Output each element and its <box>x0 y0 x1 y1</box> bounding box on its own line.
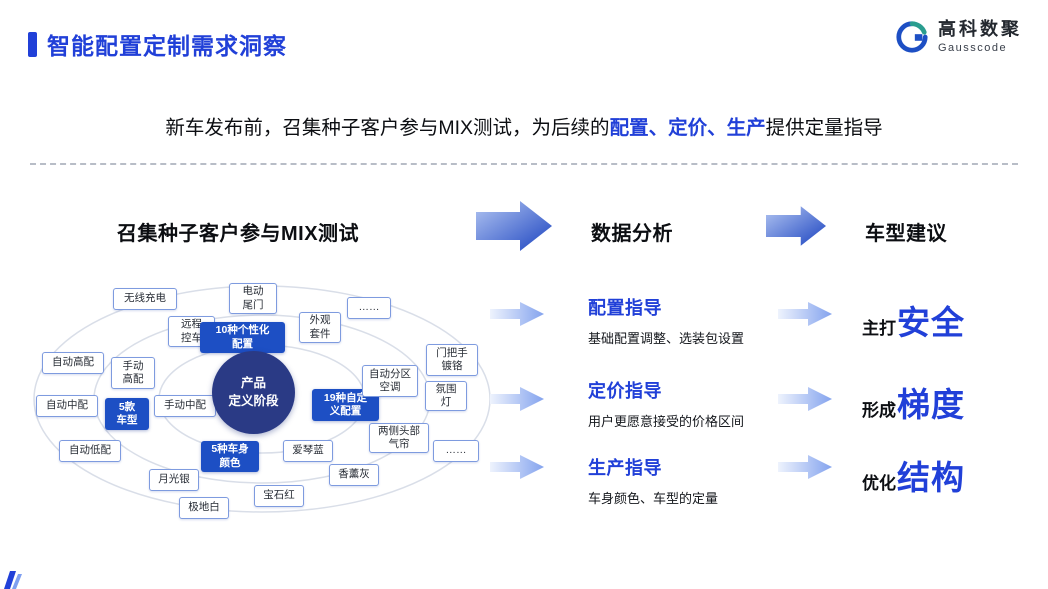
analysis-desc: 车身颜色、车型的定量 <box>588 491 719 506</box>
suggestion-prefix: 主打 <box>862 319 896 338</box>
diagram-node-option: 月光银 <box>149 469 199 491</box>
diagram-node-option: 自动低配 <box>59 440 121 462</box>
dashed-divider <box>30 163 1018 165</box>
big-flow-arrow-1 <box>476 201 552 251</box>
step-heading-data-analysis: 数据分析 <box>591 223 673 245</box>
diagram-node-option: 自动分区 空调 <box>362 365 418 397</box>
row-arrow-right-3 <box>778 455 832 479</box>
corner-logo-mark <box>4 571 22 589</box>
suggestion-keyword: 梯度 <box>897 386 965 423</box>
diagram-node-option: 宝石红 <box>254 485 304 507</box>
step-heading-model-suggestion: 车型建议 <box>865 223 947 245</box>
big-flow-arrow-2 <box>766 206 826 246</box>
subtitle-highlight: 配置、定价、生产 <box>609 117 766 139</box>
page-title: 智能配置定制需求洞察 <box>47 33 287 59</box>
row-arrow-right-2 <box>778 387 832 411</box>
diagram-node-option: 爱琴蓝 <box>283 440 333 462</box>
row-arrow-left-3 <box>490 455 544 479</box>
subtitle: 新车发布前，召集种子客户参与MIX测试，为后续的配置、定价、生产提供定量指导 <box>0 111 1048 140</box>
diagram-node-option: 门把手 镀铬 <box>426 344 478 376</box>
diagram-node-option: 氛围 灯 <box>425 381 467 411</box>
suggestion-row-gradient: 形成 梯度 <box>862 378 965 426</box>
diagram-node-option: 无线充电 <box>113 288 177 310</box>
diagram-center-node: 产品 定义阶段 <box>212 351 295 434</box>
analysis-desc: 用户更愿意接受的价格区间 <box>588 414 745 429</box>
diagram-node-option: …… <box>433 440 479 462</box>
title-accent-bar <box>28 31 37 57</box>
diagram-node-option: 手动中配 <box>154 395 216 417</box>
analysis-row-config: 配置指导 基础配置调整、选装包设置 <box>588 294 838 347</box>
logo-name: 高科数聚 <box>938 19 1022 40</box>
analysis-desc: 基础配置调整、选装包设置 <box>588 331 745 346</box>
step-heading-mix-test: 召集种子客户参与MIX测试 <box>117 223 360 245</box>
diagram-node-option: 香薰灰 <box>329 464 379 486</box>
diagram-node-category: 5种车身 颜色 <box>201 441 259 472</box>
suggestion-row-structure: 优化 结构 <box>862 451 965 499</box>
diagram-node-option: 外观 套件 <box>299 312 341 343</box>
diagram-node-option: …… <box>347 297 391 319</box>
analysis-title: 生产指导 <box>588 458 662 478</box>
suggestion-keyword: 结构 <box>897 459 965 496</box>
row-arrow-left-1 <box>490 302 544 326</box>
diagram-node-option: 两侧头部 气帘 <box>369 423 429 453</box>
diagram-node-category: 10种个性化 配置 <box>200 322 285 353</box>
logo-subname: Gausscode <box>938 41 1008 54</box>
row-arrow-left-2 <box>490 387 544 411</box>
logo-icon <box>896 21 928 53</box>
diagram-node-option: 电动 尾门 <box>229 283 277 314</box>
diagram-node-option: 极地白 <box>179 497 229 519</box>
logo: 高科数聚 Gausscode <box>895 19 1022 54</box>
row-arrow-right-1 <box>778 302 832 326</box>
suggestion-row-safety: 主打 安全 <box>862 296 965 344</box>
suggestion-prefix: 优化 <box>862 474 896 493</box>
diagram-node-option: 手动 高配 <box>111 357 155 389</box>
analysis-title: 配置指导 <box>588 298 662 318</box>
analysis-title: 定价指导 <box>588 381 662 401</box>
diagram-node-option: 自动中配 <box>36 395 98 417</box>
diagram-node-option: 自动高配 <box>42 352 104 374</box>
subtitle-prefix: 新车发布前，召集种子客户参与MIX测试，为后续的 <box>165 117 610 139</box>
diagram-node-option: 远程 控车 <box>168 316 215 347</box>
logo-text: 高科数聚 Gausscode <box>938 19 1022 54</box>
suggestion-prefix: 形成 <box>862 401 896 420</box>
suggestion-keyword: 安全 <box>897 304 965 341</box>
analysis-row-pricing: 定价指导 用户更愿意接受的价格区间 <box>588 377 838 430</box>
diagram-node-category: 5款 车型 <box>105 398 149 430</box>
subtitle-suffix: 提供定量指导 <box>765 117 883 139</box>
header: 智能配置定制需求洞察 <box>28 27 287 61</box>
analysis-row-production: 生产指导 车身颜色、车型的定量 <box>588 454 838 507</box>
